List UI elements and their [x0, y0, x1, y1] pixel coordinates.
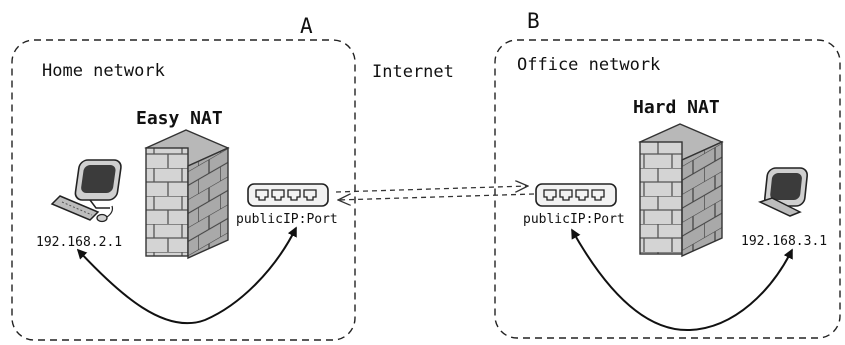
office-ip-label: 192.168.3.1 [741, 234, 827, 249]
desktop-computer-icon [757, 167, 809, 217]
office-network-label: Office network [517, 55, 660, 75]
desktop-computer-icon [50, 159, 122, 223]
easy-nat-label: Easy NAT [136, 108, 223, 129]
home-network-boundary [11, 39, 356, 341]
firewall-icon [638, 123, 724, 258]
connection-arrow-inbound [338, 193, 535, 200]
letter-a: A [300, 14, 313, 38]
left-public-port-label: publicIP:Port [236, 212, 338, 227]
home-curved-arrow [76, 226, 297, 325]
router-port-icon [535, 183, 617, 207]
right-public-port-label: publicIP:Port [523, 212, 625, 227]
letter-b: B [527, 9, 540, 33]
firewall-icon [144, 129, 230, 260]
office-curved-arrow [571, 228, 793, 332]
hard-nat-label: Hard NAT [633, 97, 720, 118]
internet-label: Internet [372, 62, 454, 82]
connection-arrow-outbound [335, 186, 528, 193]
router-port-icon [247, 183, 329, 207]
home-ip-label: 192.168.2.1 [36, 235, 122, 250]
office-network-boundary [494, 39, 841, 339]
home-network-label: Home network [42, 61, 165, 81]
